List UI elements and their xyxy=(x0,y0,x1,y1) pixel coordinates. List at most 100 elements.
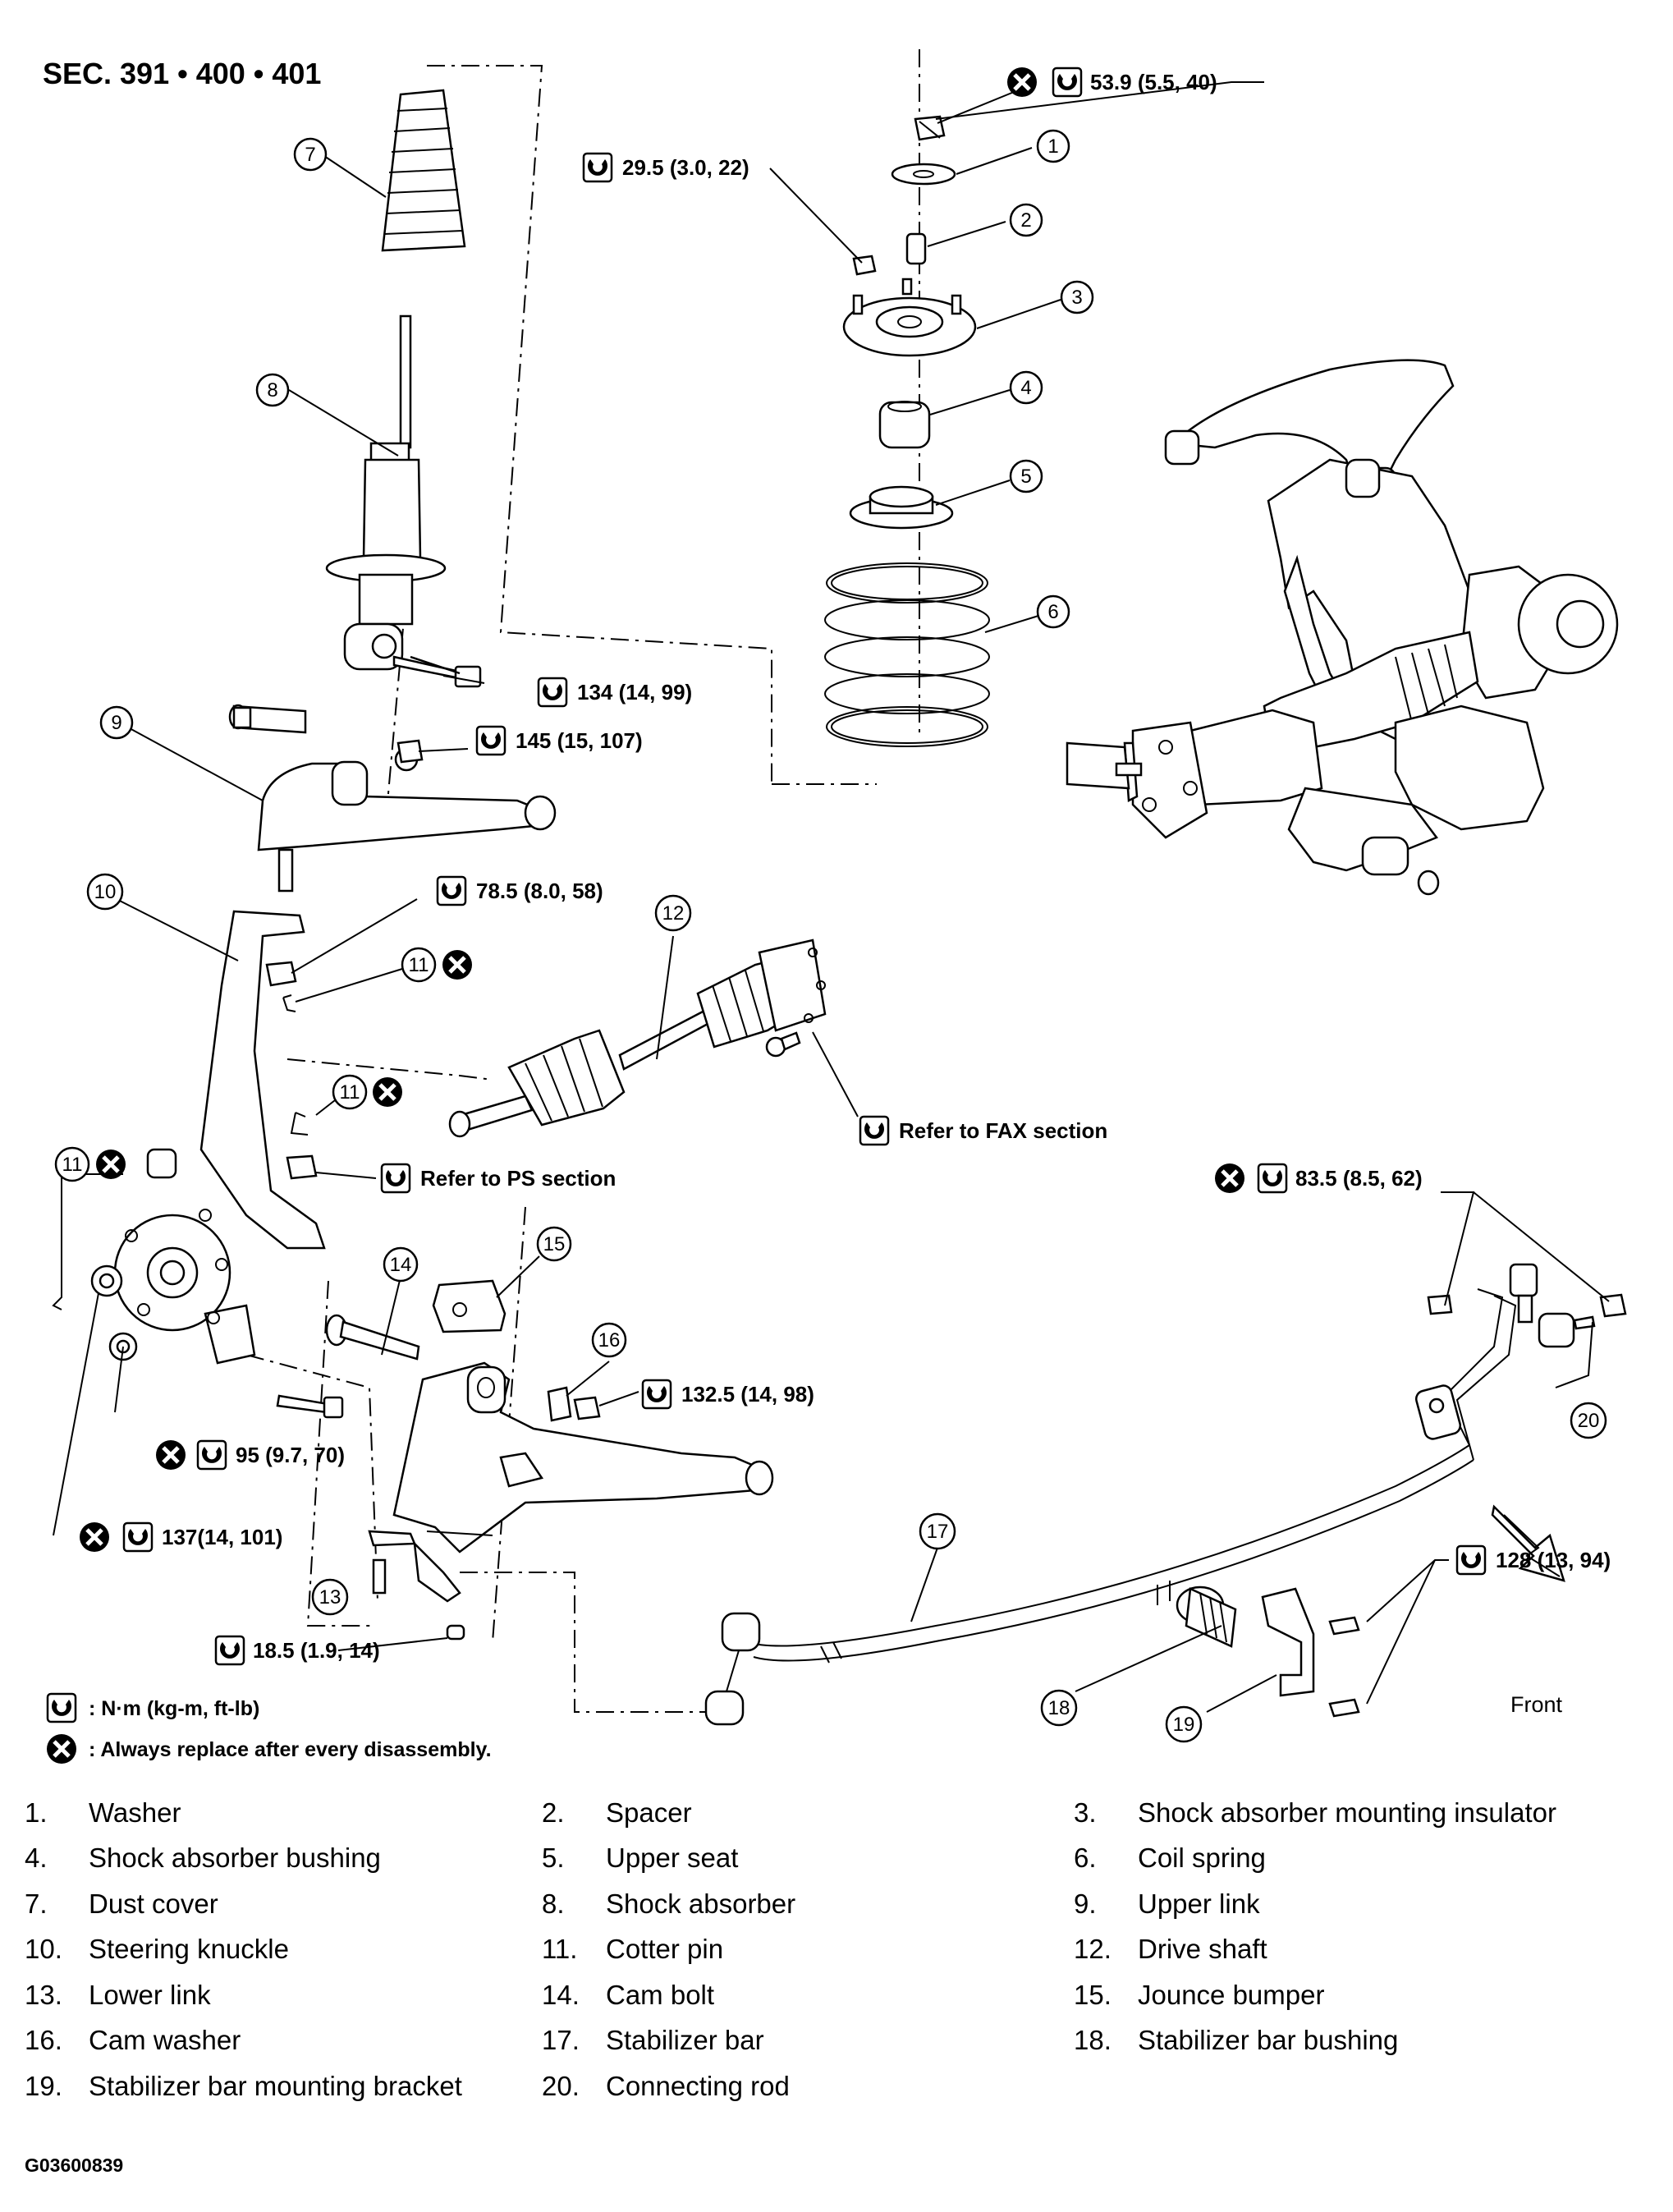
part-number: 3. xyxy=(1074,1797,1097,1828)
parts-list-item: 7.Dust cover xyxy=(25,1888,542,1920)
stabilizer-bar-bushing-on-bar xyxy=(1414,1384,1462,1440)
hub-bolt xyxy=(276,1394,344,1419)
svg-text:7: 7 xyxy=(305,144,315,166)
svg-text:9: 9 xyxy=(111,712,121,734)
svg-text:11: 11 xyxy=(62,1154,83,1176)
cotter-pin-left xyxy=(52,1174,62,1310)
washer xyxy=(891,163,956,186)
assembled-view xyxy=(1066,359,1619,896)
part-number: 9. xyxy=(1074,1888,1097,1919)
callout-10: 10 xyxy=(86,873,124,911)
upper-link-bolt xyxy=(232,706,252,729)
svg-text:8: 8 xyxy=(267,379,277,402)
part-number: 6. xyxy=(1074,1843,1097,1874)
parts-list-item: 10.Steering knuckle xyxy=(25,1934,542,1965)
part-name: Cotter pin xyxy=(606,1934,724,1965)
torque-icon xyxy=(436,875,467,906)
part-number: 12. xyxy=(1074,1934,1112,1965)
part-name: Stabilizer bar xyxy=(606,2025,764,2056)
lower-link xyxy=(368,1361,774,1603)
replace-icon xyxy=(442,950,472,980)
svg-text:14: 14 xyxy=(390,1254,412,1276)
top-nut xyxy=(914,115,946,141)
part-number: 5. xyxy=(542,1843,565,1874)
part-name: Cam bolt xyxy=(606,1979,715,2010)
replace-icon xyxy=(373,1077,402,1107)
svg-text:17: 17 xyxy=(927,1521,949,1543)
leader-lines xyxy=(53,81,1610,1713)
torque-top-nut: 53.9 (5.5, 40) xyxy=(1090,70,1217,94)
jounce-bumper xyxy=(432,1279,506,1333)
part-number: 15. xyxy=(1074,1979,1112,2010)
part-number: 11. xyxy=(542,1934,578,1965)
coil-spring xyxy=(824,562,990,747)
callout-9: 9 xyxy=(99,705,134,740)
svg-text:10: 10 xyxy=(94,881,117,903)
replace-icon xyxy=(1007,67,1037,97)
torque-insulator-nut: 29.5 (3.0, 22) xyxy=(622,155,749,180)
parts-list-item: 5.Upper seat xyxy=(542,1843,1074,1874)
part-number: 19. xyxy=(25,2070,62,2101)
cotter-pin-upper xyxy=(282,994,296,1012)
parts-list-item: 11. Cotter pin xyxy=(542,1934,1074,1965)
cam-nut xyxy=(573,1396,601,1420)
part-name: Jounce bumper xyxy=(1138,1979,1325,2010)
part-number: 4. xyxy=(25,1843,48,1874)
callout-7: 7 xyxy=(293,137,328,172)
stabilizer-bar xyxy=(746,1288,1517,1664)
torque-icon xyxy=(380,1163,411,1194)
svg-text:11: 11 xyxy=(409,954,429,976)
callout-16: 16 xyxy=(591,1322,627,1358)
torque-icon xyxy=(1257,1163,1288,1194)
shock-absorber xyxy=(325,314,482,688)
replace-icon xyxy=(96,1150,126,1179)
upper-link xyxy=(228,704,557,893)
callout-3: 3 xyxy=(1060,280,1094,314)
svg-text:3: 3 xyxy=(1071,287,1082,309)
part-name: Washer xyxy=(89,1797,181,1828)
torque-hub-nut: 137(14, 101) xyxy=(162,1525,282,1549)
svg-text:11: 11 xyxy=(340,1081,360,1104)
torque-icon xyxy=(641,1379,672,1410)
svg-text:20: 20 xyxy=(1578,1410,1600,1432)
part-name: Dust cover xyxy=(89,1888,218,1919)
callout-8: 8 xyxy=(255,373,290,407)
callout-1: 1 xyxy=(1036,129,1070,163)
svg-text:1: 1 xyxy=(1047,135,1058,158)
parts-list-item: 14.Cam bolt xyxy=(542,1980,1074,2011)
torque-knuckle-upper: 78.5 (8.0, 58) xyxy=(476,879,603,903)
callout-5: 5 xyxy=(1009,459,1043,493)
section-title: SEC. 391 • 400 • 401 xyxy=(43,57,321,90)
torque-upper-link-nut: 145 (15, 107) xyxy=(516,728,643,753)
torque-shock-bolt: 134 (14, 99) xyxy=(577,680,692,704)
fax-reference: Refer to FAX section xyxy=(899,1118,1107,1143)
part-number: 17. xyxy=(542,2025,580,2056)
torque-bracket: 128 (13, 94) xyxy=(1496,1548,1611,1572)
torque-ball-joint: 18.5 (1.9, 14) xyxy=(253,1638,380,1663)
torque-connecting-rod: 83.5 (8.5, 62) xyxy=(1295,1166,1423,1191)
svg-text:18: 18 xyxy=(1048,1697,1070,1719)
insulator-nut xyxy=(852,255,877,276)
stabilizer-link-end xyxy=(704,1612,761,1726)
torque-icon xyxy=(582,152,613,183)
part-name: Coil spring xyxy=(1138,1843,1266,1874)
part-number: 20. xyxy=(542,2070,580,2101)
svg-text:15: 15 xyxy=(543,1233,566,1255)
replace-icon xyxy=(80,1522,109,1552)
callout-20: 20 xyxy=(1570,1402,1607,1439)
front-arrow: Front xyxy=(1491,1504,1565,1717)
replace-icon xyxy=(156,1440,186,1470)
callout-11-middle: 11 xyxy=(332,1074,368,1110)
torque-legend-icon xyxy=(46,1692,77,1723)
part-name: Stabilizer bar bushing xyxy=(1138,2025,1399,2056)
parts-list-item: 3.Shock absorber mounting insulator xyxy=(1074,1797,1648,1829)
ps-reference: Refer to PS section xyxy=(420,1166,616,1191)
parts-list-item: 6. Coil spring xyxy=(1074,1843,1648,1874)
upper-seat xyxy=(849,485,954,530)
connecting-rod xyxy=(1509,1263,1596,1348)
part-number: 10. xyxy=(25,1934,62,1965)
steering-knuckle xyxy=(113,910,326,1365)
shock-absorber-bushing xyxy=(878,401,931,449)
